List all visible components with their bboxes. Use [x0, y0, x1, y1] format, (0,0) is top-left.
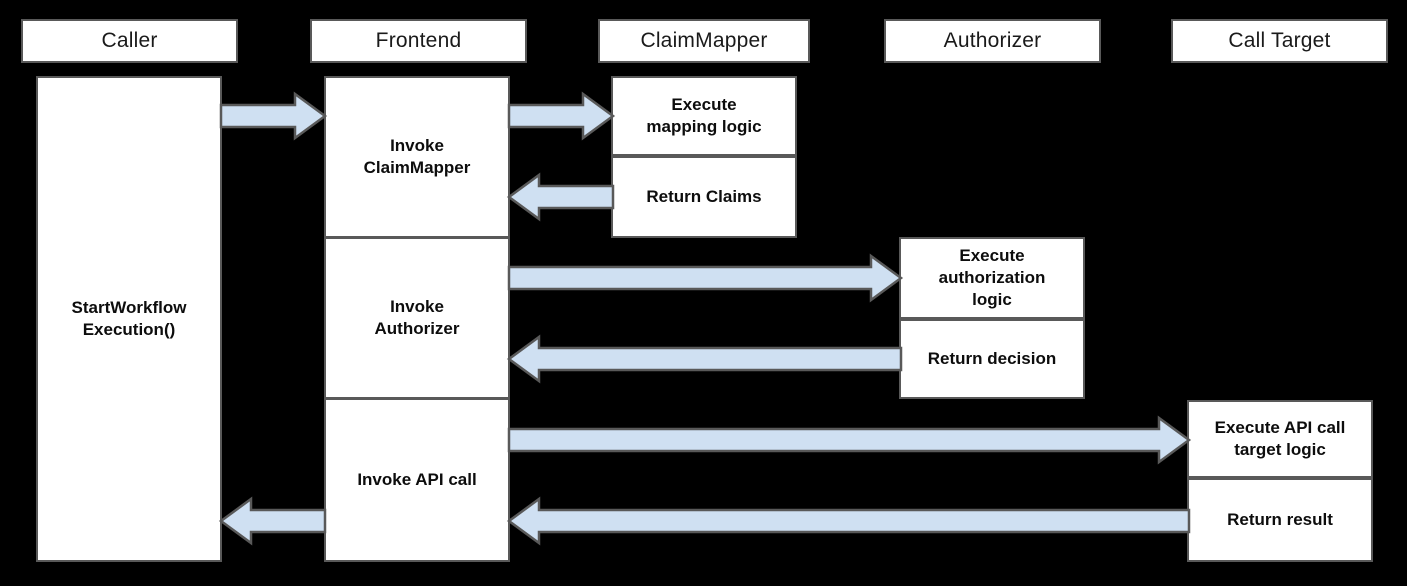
activation-calltarget-execute-label: Execute API call target logic — [1214, 418, 1346, 459]
message-arrow-frontend-to-claimmapper — [507, 91, 616, 141]
activation-authorizer-return: Return decision — [899, 319, 1085, 399]
message-arrow-frontend-to-calltarget — [507, 415, 1192, 465]
lifeline-header-authorizer-label: Authorizer — [943, 29, 1042, 52]
activation-claimmapper-return-label: Return Claims — [646, 187, 762, 207]
lifeline-header-caller: Caller — [21, 19, 238, 63]
lifeline-header-authorizer: Authorizer — [884, 19, 1101, 63]
activation-authorizer-return-label: Return decision — [927, 349, 1057, 369]
lifeline-header-claimmapper: ClaimMapper — [598, 19, 810, 63]
activation-authorizer-execute: Execute authorization logic — [899, 237, 1085, 319]
activation-calltarget-return: Return result — [1187, 478, 1373, 562]
message-arrow-frontend-to-caller — [218, 496, 327, 546]
activation-claimmapper-execute-label: Execute mapping logic — [646, 95, 762, 136]
activation-frontend-invoke-api-call-label: Invoke API call — [357, 470, 477, 490]
activation-caller-start-label: StartWorkflow Execution() — [71, 298, 187, 339]
activation-frontend-invoke-authorizer: Invoke Authorizer — [324, 237, 510, 399]
activation-calltarget-execute: Execute API call target logic — [1187, 400, 1373, 478]
activation-calltarget-return-label: Return result — [1227, 510, 1333, 530]
lifeline-header-frontend-label: Frontend — [375, 29, 462, 52]
lifeline-header-claimmapper-label: ClaimMapper — [640, 29, 768, 52]
lifeline-header-frontend: Frontend — [310, 19, 527, 63]
activation-frontend-invoke-claimmapper: Invoke ClaimMapper — [324, 76, 510, 238]
activation-claimmapper-execute: Execute mapping logic — [611, 76, 797, 156]
message-arrow-claimmapper-to-frontend — [506, 172, 615, 222]
activation-authorizer-execute-label: Execute authorization logic — [938, 246, 1046, 309]
activation-frontend-invoke-api-call: Invoke API call — [324, 398, 510, 562]
message-arrow-caller-to-frontend — [219, 91, 328, 141]
message-arrow-authorizer-to-frontend — [506, 334, 903, 384]
activation-claimmapper-return: Return Claims — [611, 156, 797, 238]
activation-caller-start: StartWorkflow Execution() — [36, 76, 222, 562]
message-arrow-calltarget-to-frontend — [506, 496, 1191, 546]
message-arrow-frontend-to-authorizer — [507, 253, 904, 303]
activation-frontend-invoke-claimmapper-label: Invoke ClaimMapper — [363, 136, 471, 177]
lifeline-header-caller-label: Caller — [101, 29, 158, 52]
lifeline-header-calltarget: Call Target — [1171, 19, 1388, 63]
activation-frontend-invoke-authorizer-label: Invoke Authorizer — [374, 297, 460, 338]
lifeline-header-calltarget-label: Call Target — [1228, 29, 1331, 52]
